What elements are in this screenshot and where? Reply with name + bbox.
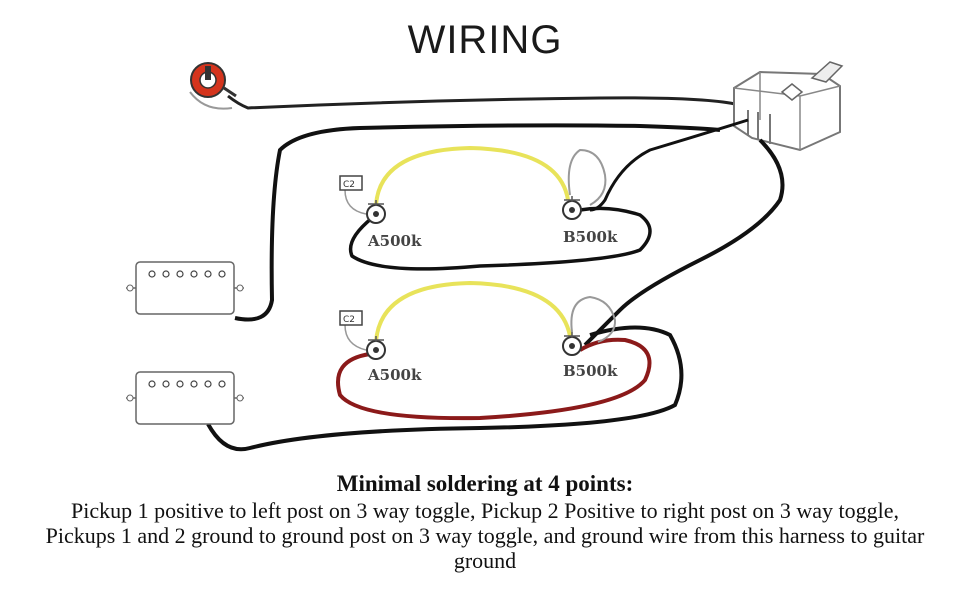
signal-wire-upper [374,145,570,206]
cap-label-upper: C2 [343,180,355,190]
capacitor-icon: C2 [339,310,363,326]
humbucker-pickup-icon [126,371,244,425]
pot-label-lower-b: B500k [563,362,618,380]
pot-label-upper-b: B500k [563,228,618,246]
diagram-title: WIRING [407,18,563,62]
hot-wire-lower [336,337,652,421]
thin-lead-upper-b [567,148,607,206]
cap-label-lower: C2 [343,315,355,325]
caption-heading: Minimal soldering at 4 points: [336,471,634,496]
pot-label-lower-a: A500k [367,366,422,384]
jack-to-toggle-wire [227,94,736,110]
pot-label-upper-a: A500k [367,232,422,250]
potentiometer-icon [366,336,386,360]
cap-lead-lower [344,324,367,351]
potentiometer-icon [562,332,582,356]
ground-loop-upper [348,206,652,271]
thin-lead-lower-b [570,295,617,343]
signal-wire-lower [374,280,572,343]
toggle-switch-icon [733,61,844,152]
cap-lead-upper [344,189,367,215]
ground-wire-upper [234,123,721,322]
ground-loop-lower [206,325,684,452]
potentiometer-icon [366,200,386,224]
humbucker-pickup-icon [126,261,244,315]
wiring-schematic: C2 A500k B500k [126,61,844,452]
potentiometer-icon [562,196,582,220]
caption-body: Pickup 1 positive to left post on 3 way … [45,498,925,573]
jack-ground-lead [189,91,233,110]
capacitor-icon: C2 [339,175,363,191]
toggle-to-upper-b [589,118,749,212]
caption: Minimal soldering at 4 points: Pickup 1 … [40,470,930,573]
output-jack-icon [190,62,237,98]
